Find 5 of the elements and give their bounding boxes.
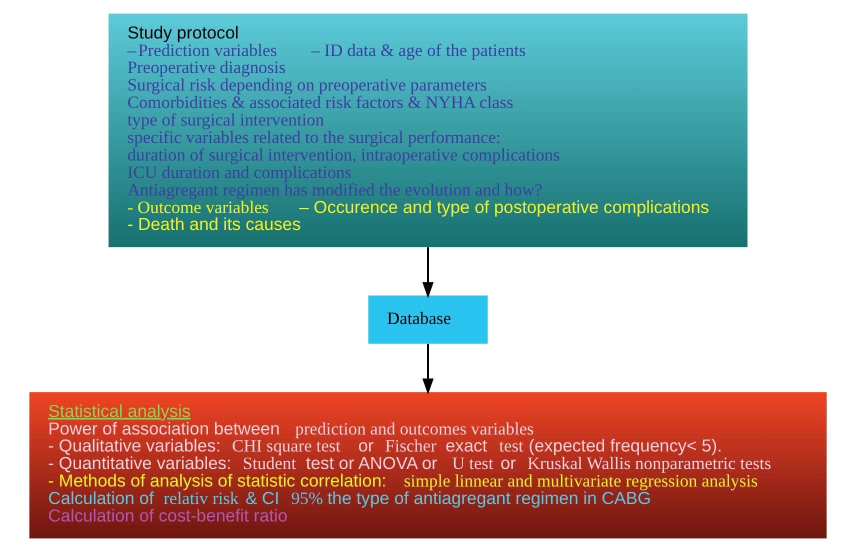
node-box: Database xyxy=(368,295,488,344)
arrow xyxy=(422,344,434,395)
node-box: Study protocol –Prediction variables– ID data & age of the patients Preoperative diagnosis Surgical risk depending on preoperative parameters Comorbidities & associated risk factors & NYHA class type of surgical intervention specific variables related to the surgical performance: duration of surgical intervention, intraoperative complications ICU duration and complications Antiagregant regimen has modified the evolution and how? - Outcome variables – Occurence and type of postoperative complications - Death and its causes xyxy=(108,14,748,248)
node-box: Statistical analysis Power of association between prediction and outcomes variables - Qualitative variables: CHI square test or Fischer exact test (expected frequency< 5). - Quantitative variables: Student test or ANOVA or U test or Kruskal Wallis nonparametric tests - Methods of analysis of statistic correlation: simple linnear and multivariate regression analysis Calculation of relativ risk & CI 95% the type of antiagregant regimen in CABG Calculation of cost-benefit ratio xyxy=(29,392,827,538)
arrow xyxy=(422,247,434,298)
